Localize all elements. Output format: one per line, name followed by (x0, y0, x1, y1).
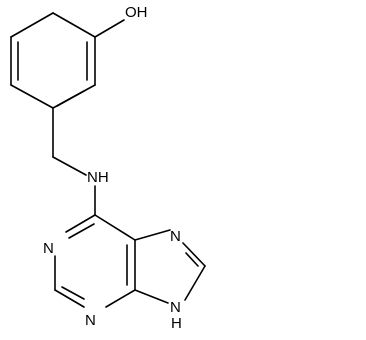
pyrimidine-ring (54, 214, 136, 308)
bond-n3-c4 (105, 289, 136, 308)
bond-ring-top (52, 12, 96, 38)
imidazole-ring (134, 229, 206, 304)
bond-n9-c4 (134, 289, 169, 304)
bond-ring-lower-left (10, 84, 54, 109)
bond-c2-n3 (54, 289, 85, 308)
bond-n7-c8 (182, 242, 206, 267)
n9-label: N (170, 299, 181, 316)
hydroxyl-label: OH (125, 4, 148, 21)
amine-label: NH (87, 169, 109, 186)
n9-hydrogen-label: H (171, 315, 182, 332)
bond-c5-c6 (94, 214, 136, 241)
n3-label: N (85, 312, 96, 329)
bond-c5-n7 (134, 229, 171, 241)
bond-ring-upper-left (10, 12, 54, 38)
benzene-ring (10, 12, 96, 109)
bond-methylene-to-amine (52, 156, 87, 176)
bond-c6-n1 (65, 214, 96, 233)
bond-n7-c8-inner (185, 252, 199, 267)
bond-n1-c6-inner (68, 223, 95, 239)
n7-label: N (170, 228, 181, 245)
bond-c2-n3-inner (61, 286, 85, 300)
bond-c8-n9 (184, 265, 206, 301)
bond-ring-inner-bottom (56, 90, 85, 107)
bond-to-hydroxyl (94, 19, 125, 38)
n1-label: N (43, 240, 54, 257)
